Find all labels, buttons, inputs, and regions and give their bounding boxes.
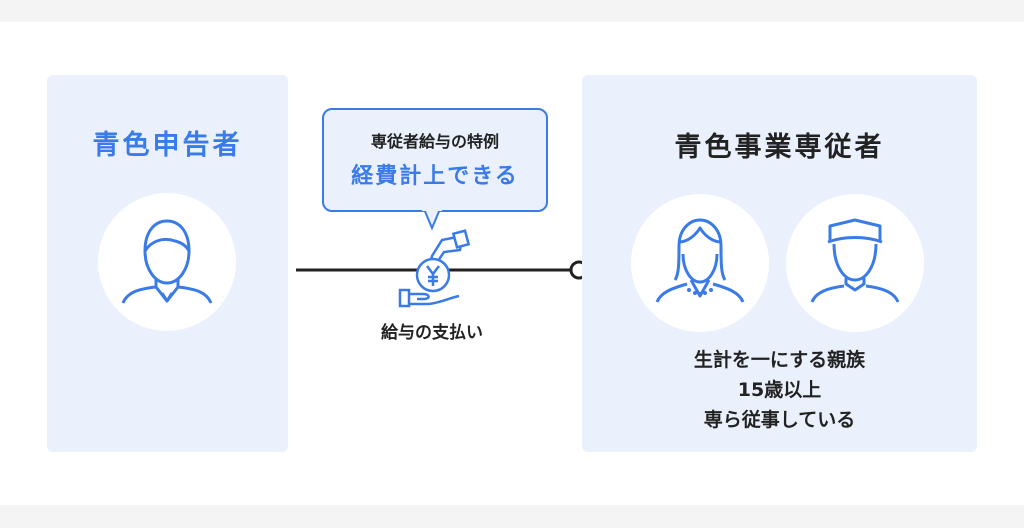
bubble-line1: 専従者給与の特例	[370, 132, 499, 151]
condition-item: 15歳以上	[737, 379, 822, 401]
bubble-line2: 経費計上できる	[351, 164, 519, 189]
salary-payment-icon	[398, 229, 471, 308]
bubble-tail	[423, 208, 441, 231]
condition-item: 生計を一にする親族	[693, 349, 866, 371]
worker-cap-avatar	[786, 194, 924, 332]
conditions-list: 生計を一にする親族 15歳以上 専ら従事している	[582, 345, 977, 435]
businessman-icon	[121, 219, 213, 304]
left-panel: 青色申告者	[47, 75, 288, 452]
payment-label: 給与の支払い	[381, 323, 483, 343]
right-title: 青色事業専従者	[674, 132, 885, 163]
worker-cap-icon	[810, 218, 900, 303]
woman-icon	[655, 218, 745, 303]
left-title: 青色申告者	[92, 130, 243, 161]
right-panel: 青色事業専従者 生計を一にする親族 15歳以上 専ら従事している	[582, 75, 977, 452]
woman-avatar	[631, 194, 769, 332]
condition-item: 専ら従事している	[703, 409, 856, 431]
businessman-avatar	[98, 193, 236, 331]
